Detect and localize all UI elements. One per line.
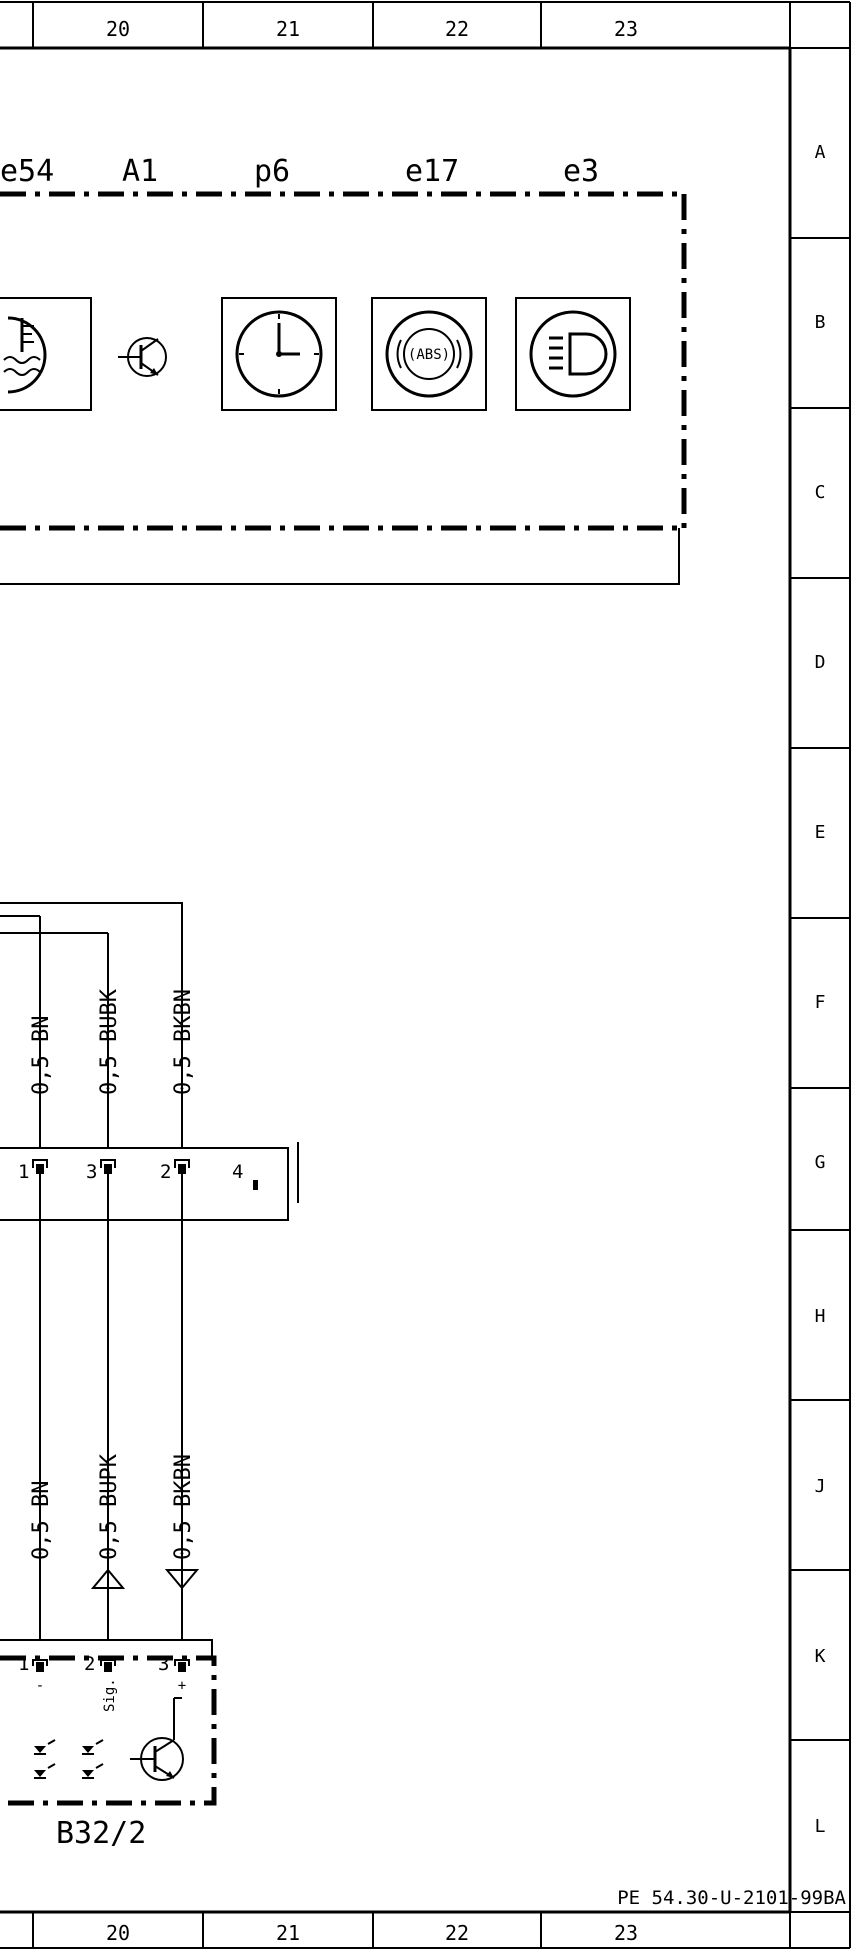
cluster-component-labels: e54 A1 p6 e17 e3 (0, 154, 599, 189)
row-label: B (815, 312, 826, 333)
hall-sensor-diode-icon (34, 1739, 104, 1779)
column-label-top: 23 (614, 17, 638, 41)
connector-g: 1 3 2 4 (0, 1142, 299, 1221)
row-label: K (815, 1646, 826, 1667)
row-label: A (815, 142, 826, 163)
row-label: D (815, 652, 826, 673)
column-label-bottom: 23 (614, 1921, 638, 1945)
wire-label-lower: 0,5 BUPK (97, 1453, 122, 1560)
component-label-p6: p6 (254, 154, 290, 189)
sensor-pin-number: 2 (84, 1653, 95, 1675)
clock-icon (221, 297, 337, 411)
sensor-transistor-icon (130, 1697, 184, 1781)
sensor-pin-mark: Sig. (102, 1678, 118, 1712)
component-label-e3: e3 (563, 154, 599, 189)
component-label-e54: e54 (0, 154, 54, 189)
row-label: H (815, 1306, 826, 1327)
sensor-pin-mark: - (36, 1678, 44, 1694)
column-label-bottom: 20 (106, 1921, 130, 1945)
component-label-e17: e17 (405, 154, 459, 189)
column-label-top: 21 (276, 17, 300, 41)
connector-pin-number: 4 (232, 1161, 243, 1183)
lower-wiring (39, 1174, 200, 1640)
instrument-cluster-boundary (0, 191, 687, 585)
wire-label-upper: 0,5 BUBK (97, 988, 122, 1095)
column-label-bottom: 22 (445, 1921, 469, 1945)
row-label: F (815, 992, 826, 1013)
column-dividers (32, 2, 542, 1948)
abs-symbol-text: (ABS) (408, 347, 450, 363)
row-labels: A B C D E F G H J K L (815, 142, 826, 1837)
row-dividers (790, 237, 850, 1741)
wire-label-upper: 0,5 BN (29, 1016, 54, 1095)
connector-pin-number: 2 (160, 1161, 171, 1183)
sensor-label: B32/2 (56, 1816, 146, 1851)
row-label: G (815, 1152, 826, 1173)
abs-warning-icon: (ABS) (371, 297, 487, 411)
sensor-pin-number: 3 (158, 1653, 169, 1675)
upper-wire-labels: 0,5 BN 0,5 BUBK 0,5 BKBN (29, 988, 196, 1095)
row-label: E (815, 822, 826, 843)
row-label: C (815, 482, 826, 503)
wire-label-upper: 0,5 BKBN (171, 989, 196, 1095)
column-label-top: 20 (106, 17, 130, 41)
upper-wiring (0, 902, 183, 1148)
wire-label-lower: 0,5 BN (29, 1481, 54, 1560)
connector-pin-number: 1 (18, 1161, 29, 1183)
component-label-a1: A1 (122, 154, 158, 189)
sensor-pin-number: 1 (18, 1653, 29, 1675)
headlamp-high-beam-icon (515, 297, 631, 411)
row-label: J (815, 1476, 826, 1497)
column-labels: 20 21 22 23 20 21 22 23 (106, 17, 638, 1945)
column-label-top: 22 (445, 17, 469, 41)
coolant-temperature-warning-icon (0, 297, 92, 411)
transistor-icon (118, 337, 167, 377)
document-number: PE 54.30-U-2101-99BA (617, 1887, 846, 1909)
sensor-pin-mark: + (178, 1678, 186, 1694)
lower-wire-labels: 0,5 BN 0,5 BUPK 0,5 BKBN (29, 1453, 196, 1560)
connector-pin-number: 3 (86, 1161, 97, 1183)
row-label: L (815, 1816, 826, 1837)
wire-label-lower: 0,5 BKBN (171, 1454, 196, 1560)
sensor-b32-2: 1 2 3 - Sig. + (0, 1639, 217, 1851)
column-label-bottom: 21 (276, 1921, 300, 1945)
